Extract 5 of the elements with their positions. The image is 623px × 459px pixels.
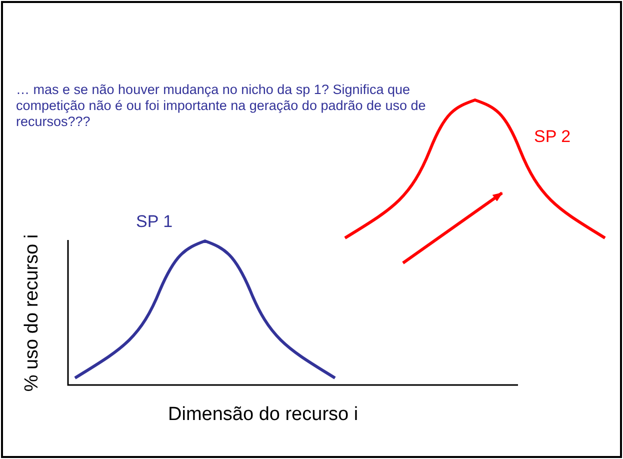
axis-title: Dimensão do recurso i [168, 404, 358, 427]
axis-title: % uso do recurso i [22, 234, 44, 392]
species-label: SP 2 [534, 127, 571, 148]
note-text: … mas e se não houver mudança no nicho da sp 1? Significa que competição não é ou foi importante na geração do padrão de uso de recursos??? [16, 82, 426, 131]
species-label: SP 1 [136, 212, 173, 232]
